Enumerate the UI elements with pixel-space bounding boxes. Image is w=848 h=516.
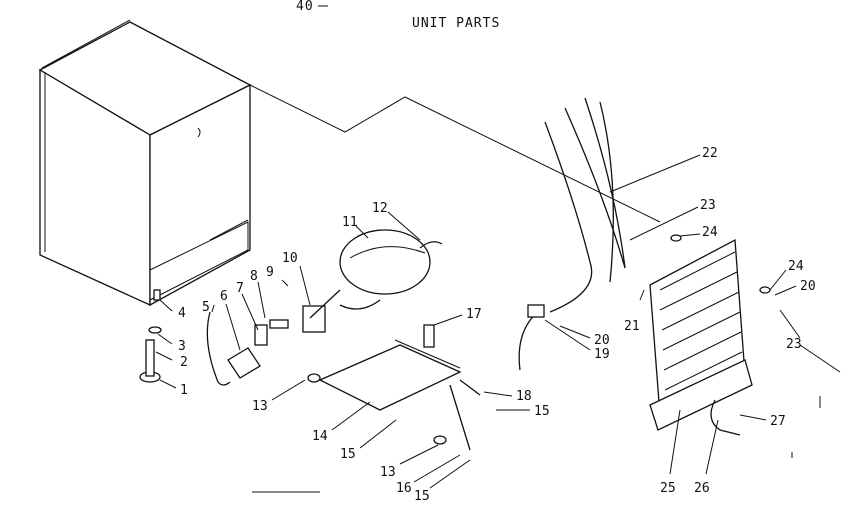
callout-15-right: 15 (534, 404, 550, 419)
callout-23-top: 23 (700, 198, 716, 213)
leveling-foot (139, 289, 162, 383)
callout-21: 21 (624, 319, 640, 334)
callout-9: 9 (266, 265, 274, 280)
callout-13-upper: 13 (252, 399, 268, 414)
callout-12: 12 (372, 201, 388, 216)
callout-26: 26 (694, 481, 710, 496)
relay-part (227, 347, 261, 379)
callout-11: 11 (342, 215, 358, 230)
callout-19: 19 (594, 347, 610, 362)
callout-15-left: 15 (340, 447, 356, 462)
callout-14: 14 (312, 429, 328, 444)
callout-8: 8 (250, 269, 258, 284)
callout-labels: 1 2 3 4 5 6 7 8 9 10 11 12 13 14 15 13 1… (178, 146, 816, 504)
wire-harness (518, 97, 626, 371)
callout-24-right: 24 (788, 259, 804, 274)
overload-part (254, 319, 289, 346)
callout-18: 18 (516, 389, 532, 404)
callout-23-right: 23 (786, 337, 802, 352)
base-bracket (307, 324, 481, 451)
callout-3: 3 (178, 339, 186, 354)
callout-20-right: 20 (800, 279, 816, 294)
callout-5: 5 (202, 300, 210, 315)
callout-13-lower: 13 (380, 465, 396, 480)
guide-line (249, 84, 661, 223)
callout-2: 2 (180, 355, 188, 370)
condenser (649, 234, 771, 436)
callout-24-top: 24 (702, 225, 718, 240)
callout-27: 27 (770, 414, 786, 429)
callout-25: 25 (660, 481, 676, 496)
callout-17: 17 (466, 307, 482, 322)
diagram-title: UNIT PARTS (412, 16, 500, 31)
callout-16: 16 (396, 481, 412, 496)
callout-15-bottom: 15 (414, 489, 430, 504)
page-number: 40 (296, 0, 314, 14)
callout-10: 10 (282, 251, 298, 266)
callout-6: 6 (220, 289, 228, 304)
cabinet (38, 19, 252, 307)
clip-part (206, 311, 231, 386)
compressor (309, 229, 443, 319)
callout-22: 22 (702, 146, 718, 161)
callout-20-mid: 20 (594, 333, 610, 348)
terminal-cover (302, 305, 326, 333)
callout-7: 7 (236, 281, 244, 296)
callout-4: 4 (178, 306, 186, 321)
callout-1: 1 (180, 383, 188, 398)
leader-lines (155, 154, 801, 489)
